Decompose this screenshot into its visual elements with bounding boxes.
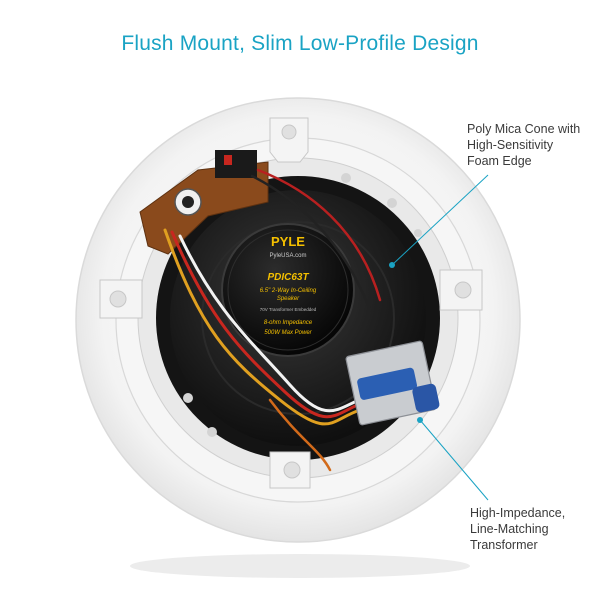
label-desc-2: Speaker bbox=[277, 296, 300, 302]
cone-leader-line bbox=[391, 174, 489, 266]
label-brand: PYLE bbox=[271, 234, 305, 249]
wiring bbox=[163, 168, 382, 472]
transformer-callout: High-Impedance, Line-Matching Transforme… bbox=[470, 505, 590, 553]
cone-callout: Poly Mica Cone with High-Sensitivity Foa… bbox=[467, 121, 597, 169]
label-power: 500W Max Power bbox=[264, 330, 312, 336]
terminal-block bbox=[215, 150, 257, 178]
screw-bottom bbox=[283, 461, 301, 479]
label-site: PyleUSA.com bbox=[269, 253, 306, 259]
screw-top bbox=[281, 124, 297, 140]
clip-top bbox=[269, 117, 309, 163]
magnet bbox=[221, 223, 355, 357]
headline: Flush Mount, Slim Low-Profile Design bbox=[121, 32, 479, 55]
mounting-clips bbox=[99, 117, 483, 489]
label-small: 70V Transformer Embedded bbox=[260, 307, 317, 312]
cone-callout-line-1: Poly Mica Cone with bbox=[467, 122, 581, 136]
magnet-rim bbox=[227, 229, 349, 351]
screw-left bbox=[109, 290, 127, 308]
label-model: PDIC63T bbox=[267, 272, 309, 283]
label-desc-1: 6.5" 2-Way In-Ceiling bbox=[260, 288, 317, 294]
bottom-shadow bbox=[130, 554, 470, 578]
transformer-callout-line-1: High-Impedance, bbox=[470, 506, 566, 520]
cone-callout-line-2: High-Sensitivity bbox=[467, 138, 554, 152]
transformer-leader-line bbox=[419, 419, 489, 501]
cone-leader-dot bbox=[389, 262, 395, 268]
transformer-leader-dot bbox=[417, 417, 423, 423]
transformer-callout-line-3: Transformer bbox=[470, 538, 538, 552]
label-impedance: 8-ohm Impedance bbox=[264, 320, 313, 326]
cone-callout-line-3: Foam Edge bbox=[467, 154, 532, 168]
transformer bbox=[345, 340, 440, 426]
screw-right bbox=[454, 281, 472, 299]
transformer-callout-line-2: Line-Matching bbox=[470, 522, 549, 536]
magnet-label: PYLE PyleUSA.com PDIC63T 6.5" 2-Way In-C… bbox=[260, 234, 317, 336]
